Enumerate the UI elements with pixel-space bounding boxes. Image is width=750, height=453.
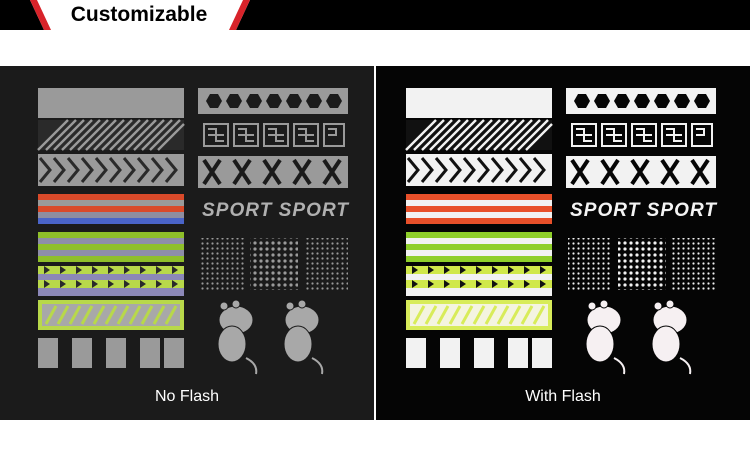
pattern-hexagon [566, 88, 716, 114]
no-flash-swatches: SPORT SPORT [37, 88, 349, 375]
moomin-character-icon [585, 299, 626, 375]
sport-text: SPORT SPORT [570, 200, 717, 221]
pattern-xo [566, 156, 716, 188]
bottom-margin [0, 420, 750, 453]
stripe-swatch-solid-gray [38, 88, 184, 118]
sport-label: SPORT SPORT [198, 194, 349, 224]
stripe-swatch-lime-chevron [406, 300, 552, 330]
pattern-hexagon [198, 88, 348, 114]
with-flash-caption: With Flash [525, 388, 601, 405]
stripe-swatch-diagonal [37, 119, 185, 151]
header: Customizable [0, 0, 750, 30]
with-flash-panel: SPORT SPORT With Flash [376, 66, 750, 420]
stripe-swatch-lime-chevron [38, 300, 184, 330]
sport-text: SPORT SPORT [202, 200, 349, 221]
header-tab-shape [30, 0, 250, 30]
stripe-swatch-green-white [406, 232, 552, 262]
moomin-character-icon [217, 299, 258, 375]
stripe-swatch-chevron [406, 154, 552, 186]
square-swatches [38, 338, 184, 368]
square-swatches [406, 338, 552, 368]
pattern-ornament [198, 120, 348, 150]
stripe-swatch-lime-arrows [38, 266, 184, 296]
dot-patterns [568, 238, 716, 290]
page-title: Customizable [70, 3, 208, 26]
stripe-swatch-solid-white [406, 88, 552, 118]
pattern-ornament [566, 120, 716, 150]
moomin-character-icon [651, 299, 692, 375]
stripe-swatch-lime-arrows [406, 266, 552, 296]
no-flash-caption: No Flash [154, 388, 220, 405]
pattern-xo [198, 156, 348, 188]
stripe-swatch-diagonal [405, 119, 553, 151]
with-flash-swatches: SPORT SPORT [405, 88, 717, 375]
stripe-swatch-red-white [406, 194, 552, 224]
title-tab: Customizable [36, 0, 242, 30]
sport-label: SPORT SPORT [566, 194, 717, 224]
moomin-character-icon [283, 299, 324, 375]
no-flash-panel: SPORT SPORT No Flash [0, 66, 374, 420]
dot-patterns [200, 238, 348, 290]
stripe-swatch-green-purple [38, 232, 184, 262]
stripe-swatch-chevron [38, 154, 184, 186]
stripe-swatch-red-gray [38, 194, 184, 224]
